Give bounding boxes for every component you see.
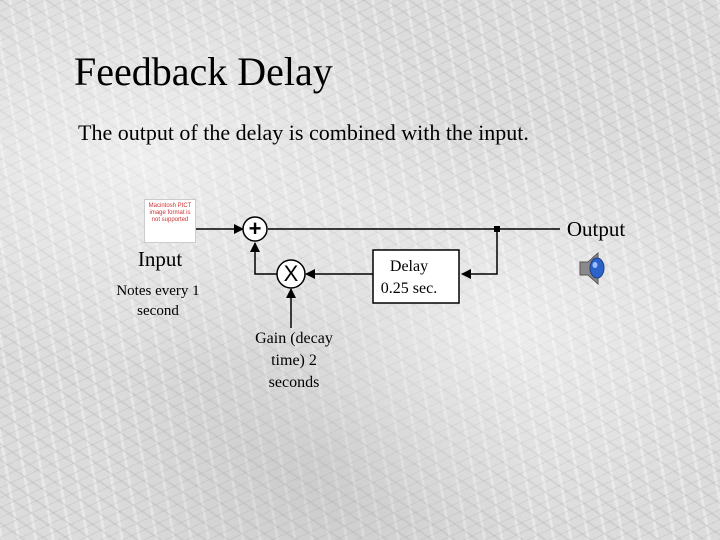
input-note-label: Notes every 1 second bbox=[116, 283, 200, 319]
unsupported-image-placeholder: Macintosh PICT image format is not suppo… bbox=[144, 199, 196, 243]
multiplier-symbol: X bbox=[283, 261, 299, 286]
gain-label: Gain (decay time) 2 seconds bbox=[255, 330, 333, 391]
multiplier-to-adder-line bbox=[250, 242, 278, 275]
input-label: Input bbox=[137, 247, 183, 271]
output-label: Output bbox=[566, 217, 626, 241]
adder-symbol: + bbox=[248, 216, 262, 241]
page-title: Feedback Delay bbox=[74, 49, 333, 94]
page-subtitle: The output of the delay is combined with… bbox=[78, 120, 529, 145]
delay-label: Delay 0.25 sec. bbox=[380, 258, 438, 297]
multiplier-circle bbox=[276, 259, 306, 289]
delay-box bbox=[372, 249, 460, 304]
speaker-icon[interactable] bbox=[579, 251, 605, 286]
feedback-to-delay-line bbox=[461, 229, 498, 279]
adder-circle bbox=[242, 216, 268, 242]
